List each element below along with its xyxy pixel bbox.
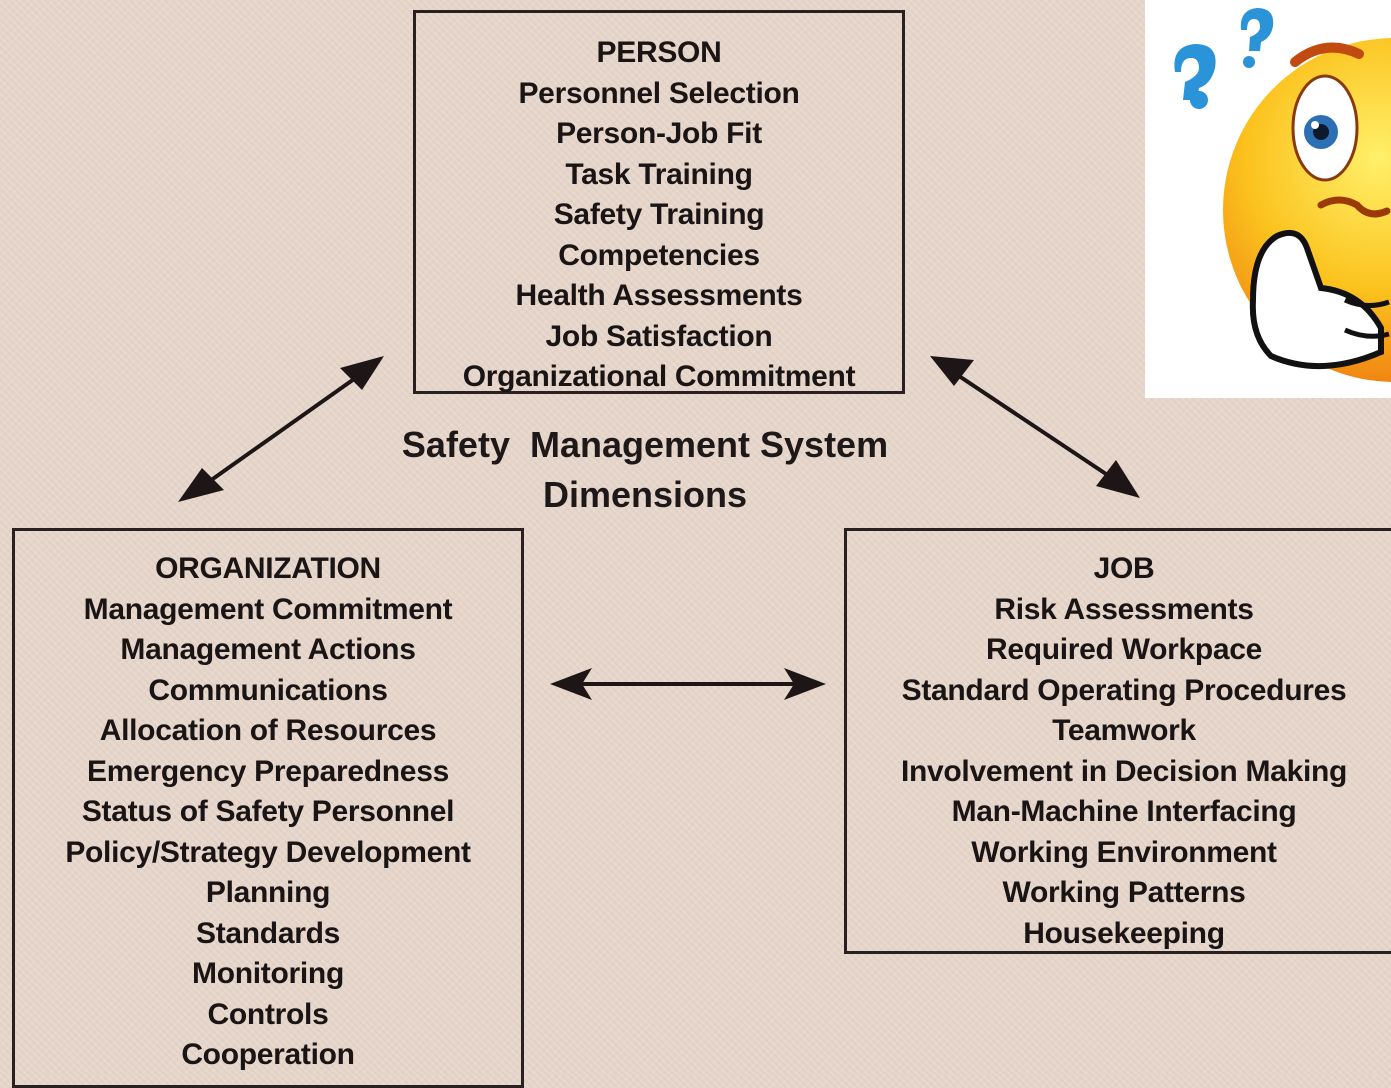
eyebrow-icon — [1290, 42, 1364, 67]
organization-item: Controls — [207, 997, 329, 1031]
organization-box: ORGANIZATION Management Commitment Manag… — [12, 528, 524, 1088]
finger-line — [1343, 297, 1390, 308]
person-item: Organizational Commitment — [462, 360, 856, 393]
question-mark-icon — [1240, 8, 1274, 51]
organization-item: Policy/Strategy Development — [65, 835, 471, 869]
arrowhead-down-left — [178, 468, 224, 502]
person-item: Job Satisfaction — [545, 319, 773, 353]
eye-highlight — [1311, 121, 1319, 129]
thinking-face-illustration — [1145, 0, 1391, 398]
person-item: Competencies — [558, 238, 760, 272]
job-item: Standard Operating Procedures — [901, 673, 1347, 707]
diagram-title-line-1: Safety Management System — [401, 424, 889, 465]
job-item: Teamwork — [1052, 714, 1196, 747]
question-mark-dot — [1243, 56, 1255, 68]
person-item: Health Assessments — [515, 279, 803, 312]
job-item: Working Environment — [971, 835, 1277, 869]
arrowhead-left — [550, 668, 592, 700]
diagram-title: Safety Management System Dimensions — [290, 420, 1000, 520]
organization-item: Monitoring — [192, 957, 344, 990]
person-box: PERSON Personnel Selection Person-Job Fi… — [413, 10, 905, 394]
job-item: Involvement in Decision Making — [900, 754, 1348, 788]
person-item: Personnel Selection — [518, 76, 800, 110]
organization-item: Emergency Preparedness — [87, 754, 449, 788]
organization-item: Allocation of Resources — [99, 714, 437, 747]
question-mark-icon — [1174, 44, 1216, 100]
job-item: Man-Machine Interfacing — [951, 795, 1297, 828]
job-item: Required Workpace — [985, 633, 1263, 666]
job-item: Risk Assessments — [994, 592, 1254, 626]
organization-item: Cooperation — [181, 1038, 355, 1071]
organization-item: Management Commitment — [83, 592, 453, 626]
organization-item: Planning — [205, 876, 331, 909]
job-heading: JOB — [1093, 552, 1155, 585]
arrowhead-down-right — [1096, 460, 1140, 498]
arrowhead-up-left — [340, 356, 384, 390]
organization-item: Communications — [148, 673, 388, 707]
organization-heading: ORGANIZATION — [155, 552, 381, 585]
diagram-title-line-2: Dimensions — [542, 474, 748, 515]
mouth-icon — [1317, 196, 1391, 218]
person-heading: PERSON — [596, 36, 722, 69]
finger-line — [1343, 327, 1390, 339]
arrowhead-right — [784, 668, 826, 700]
job-box: JOB Risk Assessments Required Workpace S… — [844, 528, 1391, 954]
organization-item: Management Actions — [120, 633, 416, 666]
job-item: Working Patterns — [1002, 876, 1246, 909]
question-mark-dot — [1190, 91, 1208, 109]
arrow-person-organization — [198, 370, 366, 490]
arrowhead-up-right — [930, 356, 974, 386]
arrow-person-job — [948, 368, 1120, 484]
person-item: Safety Training — [553, 198, 765, 231]
organization-item: Status of Safety Personnel — [81, 795, 455, 828]
organization-item: Standards — [195, 916, 340, 950]
job-item: Housekeeping — [1023, 916, 1225, 950]
person-item: Task Training — [565, 157, 753, 191]
person-item: Person-Job Fit — [556, 117, 762, 150]
thinking-face-icon — [1174, 8, 1391, 382]
